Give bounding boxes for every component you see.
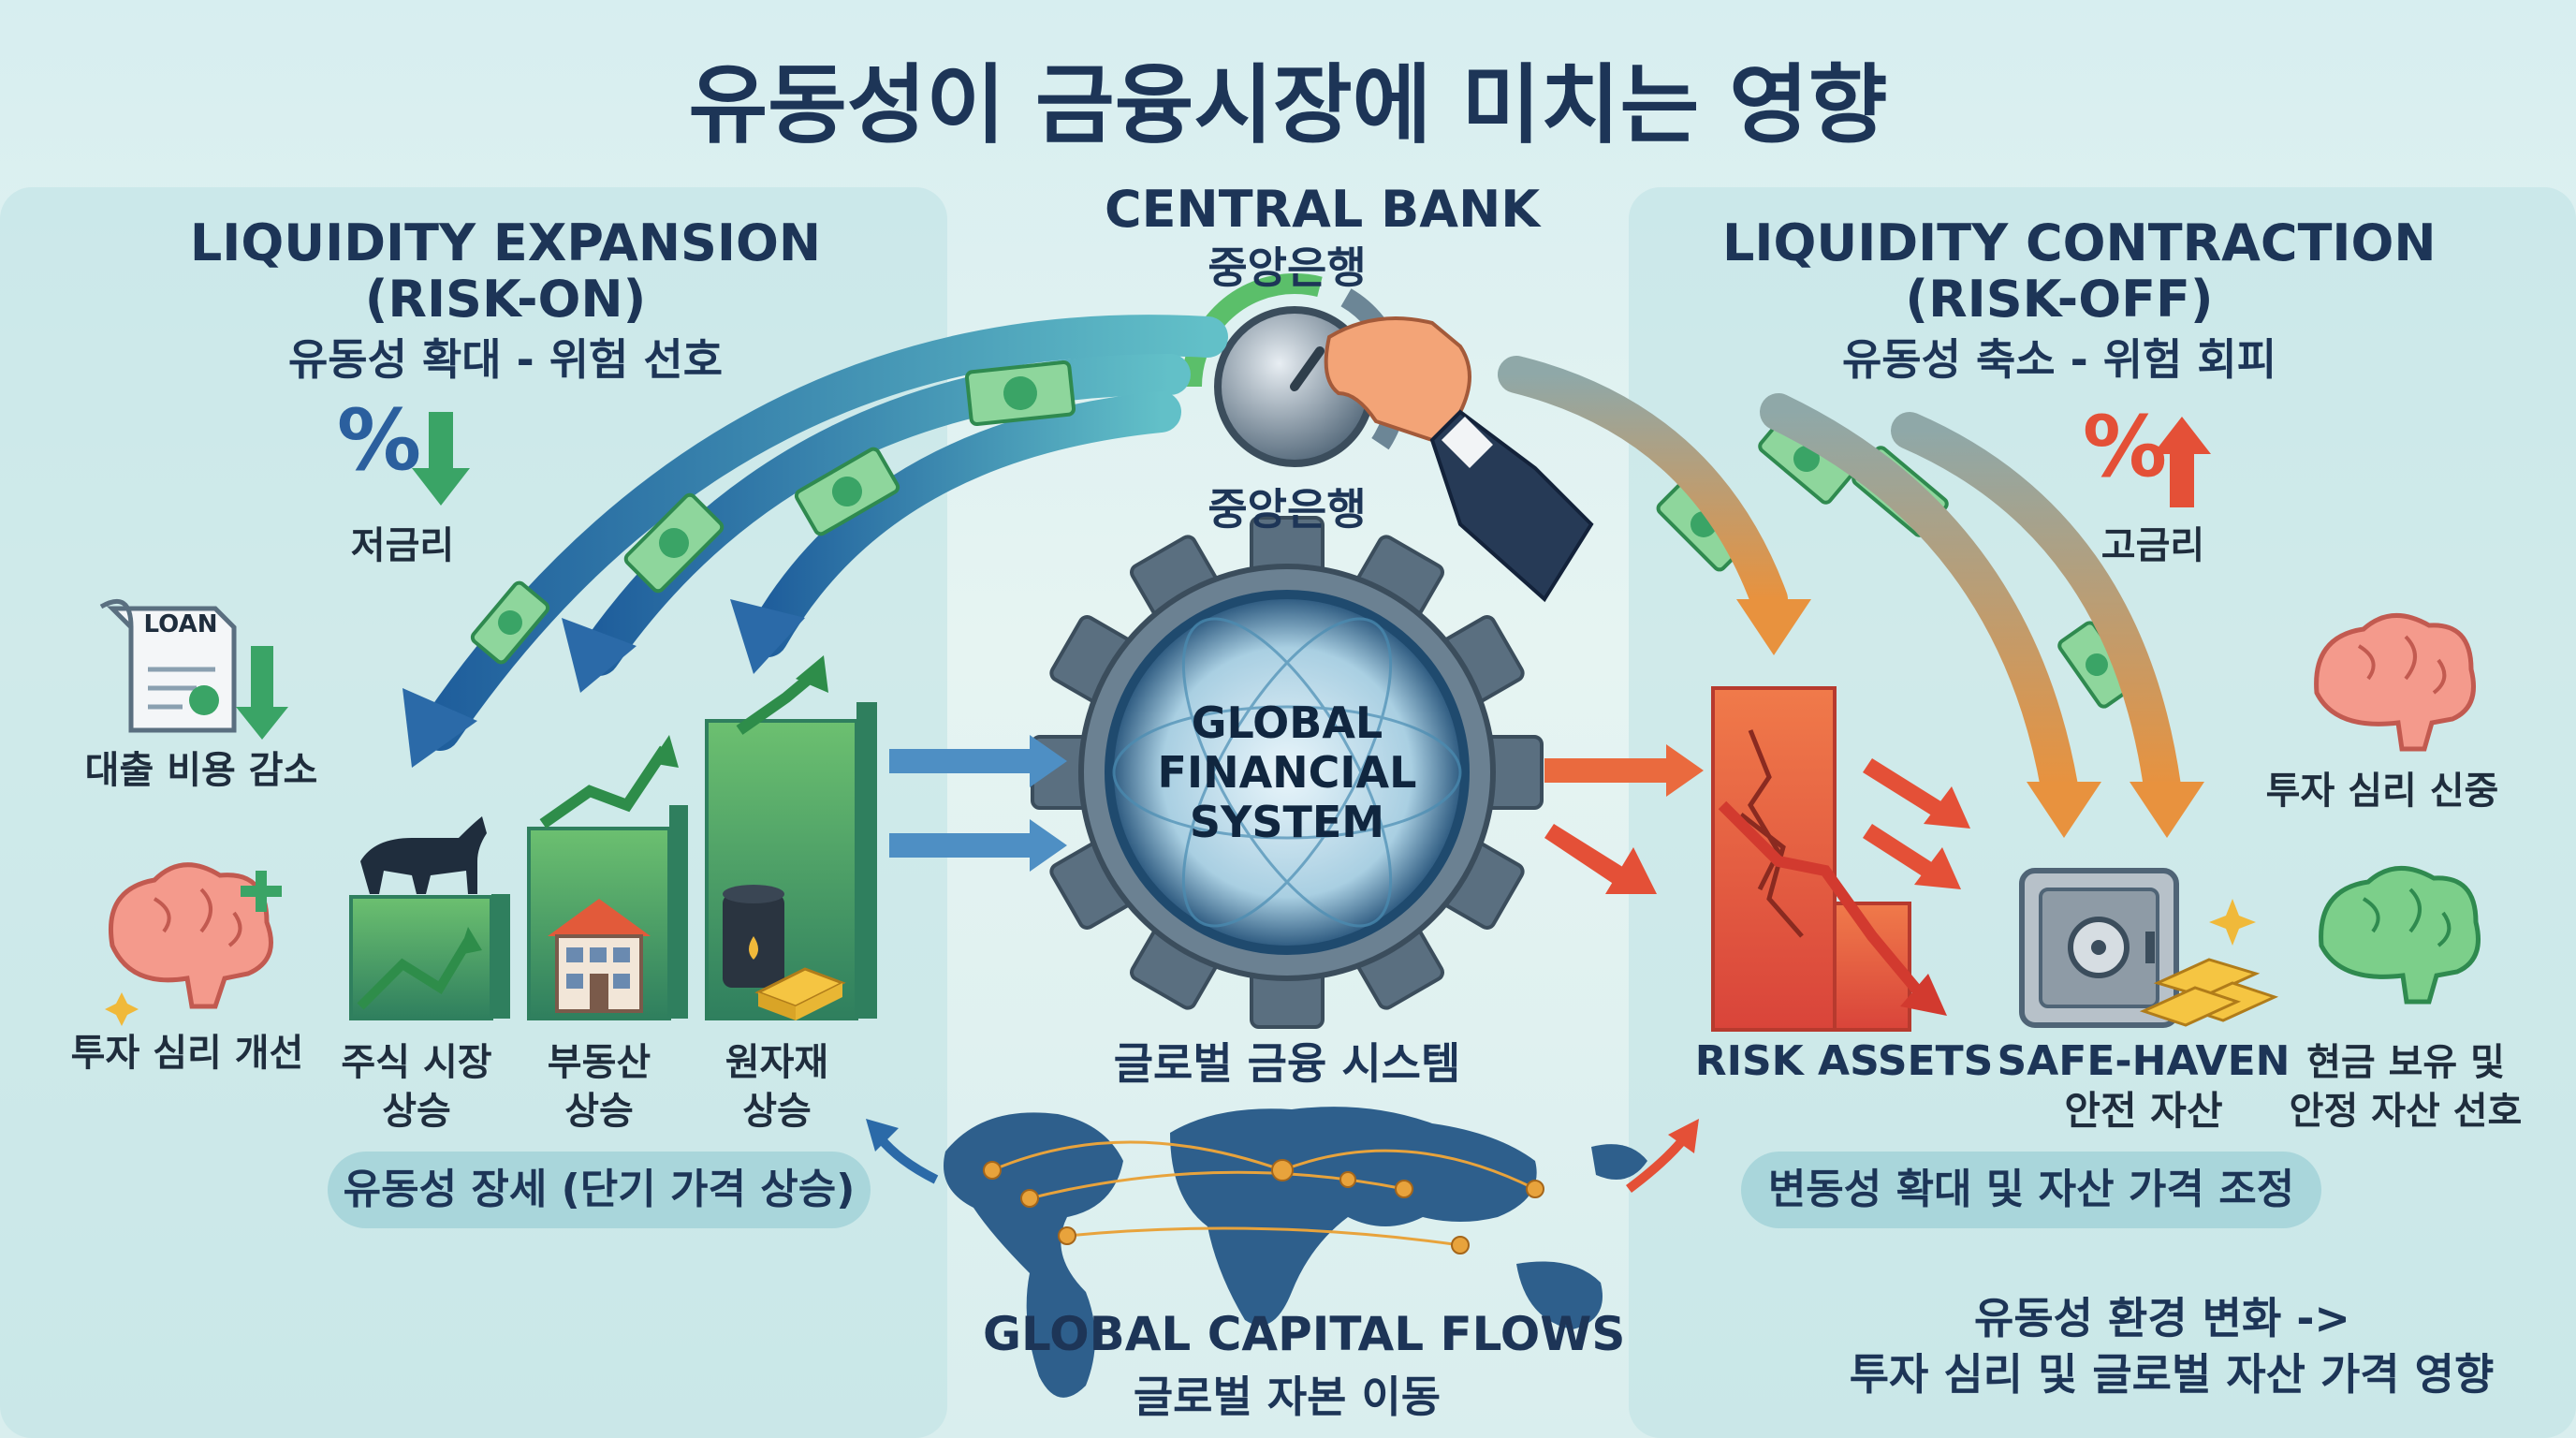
sentiment-cautious-label: 투자 심리 신중 <box>2265 770 2499 813</box>
percent-symbol-low: % <box>336 391 422 490</box>
gear-text-line-2: FINANCIAL <box>1157 747 1417 798</box>
expansion-heading-sub: (RISK-ON) <box>364 270 647 329</box>
capital-flows-title-ko: 글로벌 자본 이동 <box>1133 1372 1442 1422</box>
commodities-label: 원자재 <box>724 1041 829 1084</box>
contraction-heading-sub: (RISK-OFF) <box>1905 270 2214 329</box>
outflow-arrows <box>1544 744 1704 894</box>
safe-haven-label: SAFE-HAVEN <box>1997 1037 2291 1085</box>
world-map <box>944 1107 1647 1398</box>
commodities-rise: 상승 <box>742 1090 812 1133</box>
inflow-arrows <box>889 735 1067 872</box>
percent-down-icon <box>412 412 470 506</box>
capital-flow-arrows <box>866 1119 1699 1193</box>
liquidity-rally-pill: 유동성 장세 (단기 가격 상승) <box>328 1152 871 1228</box>
risk-assets-bars <box>1711 686 1970 1032</box>
high-rate-label: 고금리 <box>2100 524 2205 567</box>
loan-document-icon <box>99 598 288 740</box>
contraction-heading-ko: 유동성 축소 - 위험 회피 <box>1841 334 2277 385</box>
percent-up-icon <box>2153 417 2211 507</box>
low-rate-label: 저금리 <box>350 524 455 567</box>
gold-bars-icon <box>2139 899 2279 1027</box>
house-icon <box>548 899 651 1013</box>
central-bank-dial-label: 중앙은행 <box>1208 484 1367 535</box>
brain-calm-icon <box>2319 866 2481 1005</box>
cash-preference-line-1: 현금 보유 및 <box>2306 1041 2505 1084</box>
expansion-flow-arrows <box>402 315 1228 768</box>
percent-symbol-high: % <box>2082 398 2168 496</box>
contraction-heading: LIQUIDITY CONTRACTION <box>1722 213 2437 272</box>
risk-assets-label: RISK ASSETS <box>1694 1037 1994 1085</box>
safe-vault-icon <box>2019 868 2179 1028</box>
gear-caption: 글로벌 금융 시스템 <box>1113 1038 1461 1089</box>
brain-cautious-icon <box>2314 613 2476 752</box>
safe-haven-label-ko: 안전 자산 <box>2064 1088 2223 1134</box>
central-bank-title-ko: 중앙은행 <box>1208 242 1367 293</box>
central-bank-title: CENTRAL BANK <box>1105 180 1541 239</box>
volatility-pill: 변동성 확대 및 자산 가격 조정 <box>1741 1152 2321 1228</box>
loan-cost-label: 대출 비용 감소 <box>84 749 318 792</box>
real-estate-label: 부동산 <box>547 1041 651 1084</box>
hand-icon <box>1324 316 1594 603</box>
cash-preference-line-2: 안정 자산 선호 <box>2289 1090 2523 1133</box>
gold-bar-icon <box>754 967 846 1020</box>
expansion-heading: LIQUIDITY EXPANSION <box>189 213 822 272</box>
capital-flows-title: GLOBAL CAPITAL FLOWS <box>983 1307 1626 1361</box>
expansion-heading-ko: 유동성 확대 - 위험 선호 <box>287 334 724 385</box>
summary-note-line-2: 투자 심리 및 글로벌 자산 가격 영향 <box>1849 1349 2495 1400</box>
gear-text-line-1: GLOBAL <box>1191 697 1383 748</box>
global-financial-system-gear <box>1031 516 1544 1029</box>
page-title: 유동성이 금융시장에 미치는 영향 <box>688 55 1888 155</box>
summary-note-line-1: 유동성 환경 변화 -> <box>1974 1293 2350 1343</box>
brain-positive-icon <box>105 862 282 1026</box>
real-estate-rise: 상승 <box>564 1090 634 1133</box>
stock-market-label: 주식 시장 <box>341 1041 492 1084</box>
oil-barrel-icon <box>723 885 784 988</box>
gear-text-line-3: SYSTEM <box>1189 797 1385 847</box>
sentiment-improve-label: 투자 심리 개선 <box>70 1032 304 1075</box>
contraction-flow-arrows <box>1498 356 2204 838</box>
bull-icon <box>360 816 487 894</box>
stock-market-rise: 상승 <box>382 1090 451 1133</box>
loan-tag: LOAN <box>143 610 218 638</box>
